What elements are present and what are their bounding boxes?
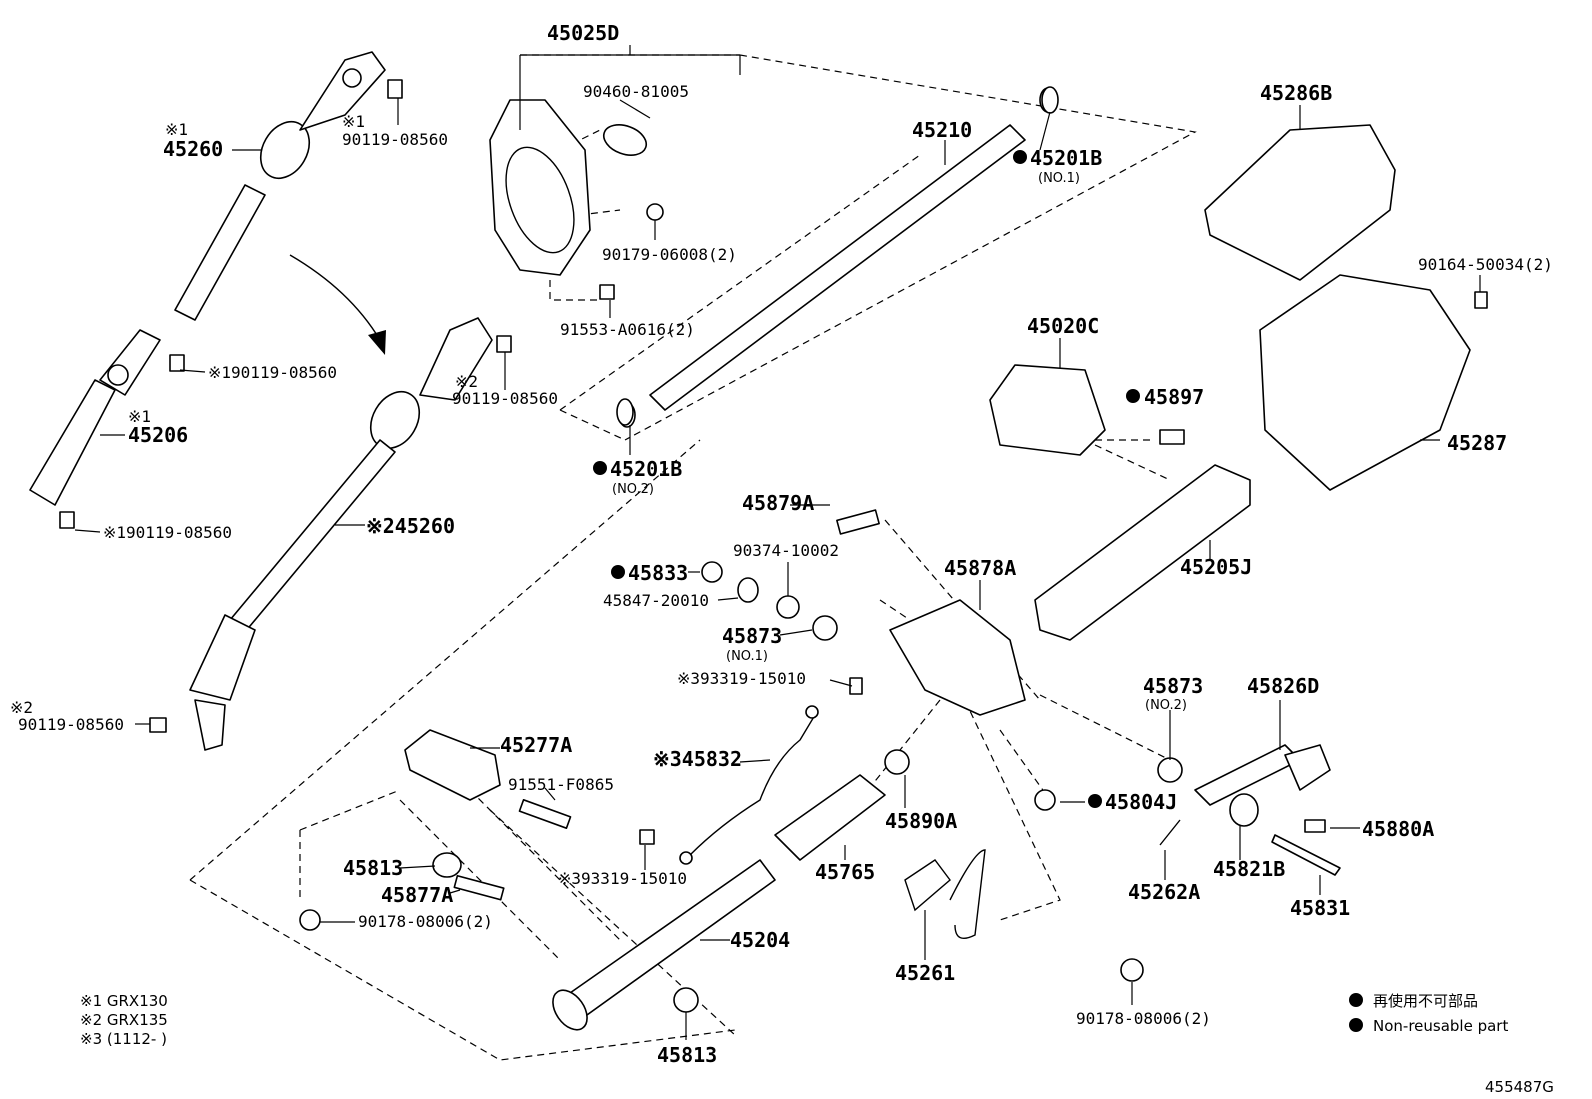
- legend-jp: 再使用不可部品: [1373, 992, 1478, 1010]
- label-90119-08560-a: 90119-08560: [342, 130, 448, 149]
- label-45765: 45765: [815, 860, 875, 884]
- label-45286B: 45286B: [1260, 81, 1332, 105]
- column-tube: [1034, 464, 1251, 641]
- marker-1: ※1: [342, 112, 365, 131]
- leader-lines: [74, 45, 1481, 1040]
- label-45831: 45831: [1290, 896, 1350, 920]
- label-90178-08006-b: 90178-08006(2): [1076, 1009, 1211, 1028]
- label-45897: 45897: [1144, 385, 1204, 409]
- label-45206: 45206: [128, 423, 188, 447]
- non-reusable-mark: [1088, 794, 1102, 808]
- label-90460-81005: 90460-81005: [583, 82, 689, 101]
- label-no1b: (NO.1): [726, 649, 768, 664]
- label-45813-b: 45813: [657, 1043, 717, 1067]
- label-45262A: 45262A: [1128, 880, 1200, 904]
- lower-cover: [1259, 274, 1471, 491]
- note-1112: ※3 (1112- ): [80, 1030, 167, 1048]
- figure-id: 455487G: [1485, 1078, 1554, 1096]
- label-45873-1: 45873: [722, 624, 782, 648]
- label-45260-mid: ※245260: [366, 514, 455, 538]
- marker-2: ※2: [455, 372, 478, 391]
- label-45879A: 45879A: [742, 491, 814, 515]
- note-grx130: ※1 GRX130: [80, 992, 168, 1010]
- lock-housing: [989, 364, 1106, 456]
- non-reusable-mark: [611, 565, 625, 579]
- label-45204: 45204: [730, 928, 790, 952]
- arrow-icon: [289, 254, 386, 355]
- label-45205J: 45205J: [1180, 555, 1252, 579]
- intermediate-shaft-upper: [174, 51, 386, 321]
- label-93319-15010-a: ※393319-15010: [677, 669, 806, 688]
- label-90179-06008: 90179-06008(2): [602, 245, 737, 264]
- bullet-icon: [1349, 1018, 1363, 1032]
- label-90164-50034: 90164-50034(2): [1418, 255, 1553, 274]
- label-45880A: 45880A: [1362, 817, 1434, 841]
- label-45020C: 45020C: [1027, 314, 1099, 338]
- tilt-lever: [1194, 744, 1331, 806]
- label-45201B-1: 45201B: [1030, 146, 1102, 170]
- label-93319-15010-b: ※393319-15010: [558, 869, 687, 888]
- support-bracket: [404, 729, 501, 801]
- note-grx135: ※2 GRX135: [80, 1011, 168, 1029]
- lower-shaft-45206: [29, 329, 161, 506]
- label-45890A: 45890A: [885, 809, 957, 833]
- part-labels: 45025D 90460-81005 90179-06008(2) 91553-…: [10, 21, 1553, 1067]
- label-45210: 45210: [912, 118, 972, 142]
- label-45847-20010: 45847-20010: [603, 591, 709, 610]
- intermediate-shaft-long: [189, 317, 493, 751]
- label-45877A: 45877A: [381, 883, 453, 907]
- label-91553-a0616: 91553-A0616(2): [560, 320, 695, 339]
- label-91551-f0865: 91551-F0865: [508, 775, 614, 794]
- column-bracket: [889, 599, 1026, 716]
- label-45832: ※345832: [653, 747, 742, 771]
- marker-2: ※2: [10, 698, 33, 717]
- label-45821B: 45821B: [1213, 857, 1285, 881]
- label-no1: (NO.1): [1038, 171, 1080, 186]
- label-90119-08560-d: 90119-08560: [452, 389, 558, 408]
- label-90119-08560-e: 90119-08560: [18, 715, 124, 734]
- upper-cover: [1204, 124, 1396, 281]
- label-45813-a: 45813: [343, 856, 403, 880]
- legend: 再使用不可部品 Non-reusable part: [1349, 992, 1508, 1035]
- label-45833: 45833: [628, 561, 688, 585]
- label-45025D: 45025D: [547, 21, 619, 45]
- label-45261: 45261: [895, 961, 955, 985]
- label-45873-2: 45873: [1143, 674, 1203, 698]
- label-90178-08006-a: 90178-08006(2): [358, 912, 493, 931]
- lower-tube: [552, 859, 776, 1031]
- label-no2: (NO.2): [612, 482, 654, 497]
- column-hole-cover: [489, 99, 648, 276]
- label-45287: 45287: [1447, 431, 1507, 455]
- marker-1: ※1: [128, 407, 151, 426]
- fasteners: [59, 79, 1488, 1013]
- spring-clip: [904, 849, 986, 939]
- non-reusable-mark: [1013, 150, 1027, 164]
- label-90119-08560-c: ※190119-08560: [103, 523, 232, 542]
- legend-en: Non-reusable part: [1373, 1017, 1508, 1035]
- ground-wire: [679, 705, 819, 865]
- bullet-icon: [1349, 993, 1363, 1007]
- non-reusable-mark: [1126, 389, 1140, 403]
- label-45201B-2: 45201B: [610, 457, 682, 481]
- marker-1: ※1: [165, 120, 188, 139]
- footnotes: ※1 GRX130 ※2 GRX135 ※3 (1112- ): [80, 992, 168, 1048]
- label-45826D: 45826D: [1247, 674, 1319, 698]
- non-reusable-mark: [593, 461, 607, 475]
- label-no2b: (NO.2): [1145, 698, 1187, 713]
- label-45878A: 45878A: [944, 556, 1016, 580]
- label-90119-08560-b: ※190119-08560: [208, 363, 337, 382]
- label-45804J: 45804J: [1105, 790, 1177, 814]
- label-45260-top: 45260: [163, 137, 223, 161]
- label-90374-10002: 90374-10002: [733, 541, 839, 560]
- sleeve: [774, 774, 886, 861]
- label-45277A: 45277A: [500, 733, 572, 757]
